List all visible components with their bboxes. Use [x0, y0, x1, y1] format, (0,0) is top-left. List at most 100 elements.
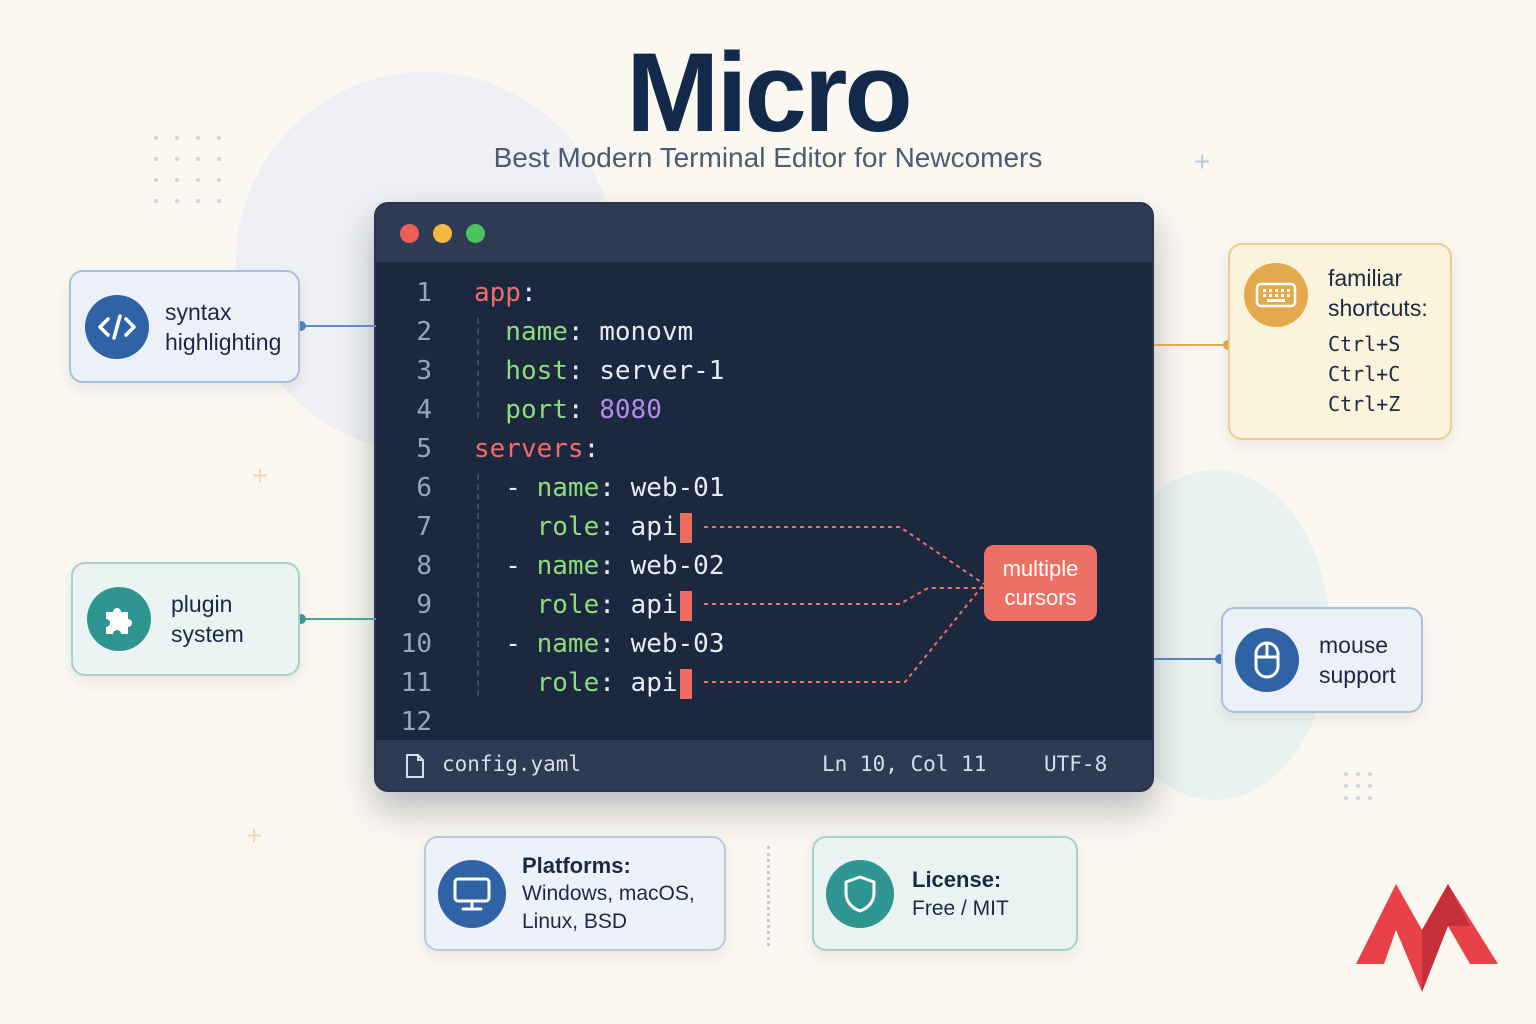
feature-label: plugin — [171, 591, 233, 617]
feature-label: mouse — [1319, 632, 1389, 658]
code-token: : — [599, 629, 631, 659]
line-content: servers: — [474, 430, 599, 469]
code-token: 8080 — [599, 395, 662, 425]
close-window-button[interactable] — [400, 223, 419, 243]
code-token: api — [630, 668, 678, 698]
code-token: : — [599, 590, 631, 620]
code-token: app — [474, 278, 521, 308]
monitor-icon — [438, 859, 506, 928]
line-number: 1 — [416, 278, 432, 308]
status-encoding: UTF-8 — [1044, 752, 1108, 776]
line-number: 3 — [416, 356, 432, 386]
code-token: : — [583, 434, 600, 464]
text-cursor — [679, 668, 692, 699]
code-token: - — [474, 473, 537, 503]
plus-decoration: + — [1194, 146, 1211, 177]
line-content: role: api — [474, 664, 692, 703]
code-token: : — [520, 278, 537, 308]
indent-guide — [477, 318, 479, 418]
multiple-cursors-label: cursors — [1004, 585, 1077, 610]
code-token: : — [567, 356, 600, 386]
status-filename: config.yaml — [442, 752, 582, 776]
line-content: role: api — [474, 508, 692, 547]
window-titlebar — [376, 204, 1152, 262]
page-subtitle: Best Modern Terminal Editor for Newcomer… — [493, 142, 1043, 173]
code-token: : — [599, 473, 631, 503]
line-content: - name: web-02 — [474, 547, 724, 586]
feature-label: shortcuts: — [1328, 295, 1428, 321]
platforms-card: Platforms: Windows, macOS, Linux, BSD — [424, 836, 726, 951]
line-number: 2 — [416, 317, 432, 347]
text-cursor — [679, 512, 692, 543]
line-content: host: server-1 — [474, 352, 724, 391]
line-number: 6 — [416, 473, 432, 503]
file-icon — [406, 754, 424, 778]
code-token: server-1 — [599, 356, 725, 386]
line-number: 11 — [400, 668, 432, 698]
line-number: 5 — [416, 434, 432, 464]
feature-label: highlighting — [165, 328, 282, 355]
line-number: 9 — [416, 590, 432, 620]
feature-label: Linux, BSD — [522, 909, 628, 933]
code-token: role — [474, 590, 600, 620]
feature-label: Free / MIT — [912, 896, 1009, 920]
line-number: 4 — [416, 395, 432, 425]
code-token: api — [630, 512, 678, 542]
maximize-window-button[interactable] — [466, 223, 485, 243]
line-number: 10 — [400, 629, 432, 659]
syntax-highlighting-card: syntax highlighting — [69, 270, 300, 383]
code-token: web-01 — [630, 473, 725, 503]
code-token: api — [630, 590, 678, 620]
feature-label: Windows, macOS, — [522, 881, 695, 905]
plus-decoration: + — [252, 460, 269, 491]
status-cursor-position: Ln 10, Col 11 — [822, 752, 987, 776]
indent-guide — [477, 474, 479, 696]
multiple-cursors-badge: multiple cursors — [984, 545, 1097, 621]
mouse-icon — [1235, 628, 1299, 692]
divider — [767, 846, 770, 946]
code-token: servers — [474, 434, 584, 464]
code-token: : — [567, 317, 600, 347]
multiple-cursors-label: multiple — [1002, 556, 1079, 581]
minimize-window-button[interactable] — [433, 223, 452, 243]
feature-label: support — [1319, 662, 1396, 688]
line-number: 8 — [416, 551, 432, 581]
code-token: name — [474, 317, 568, 347]
status-bar: config.yaml Ln 10, Col 11 UTF-8 — [376, 740, 1152, 790]
code-token: name — [536, 551, 600, 581]
feature-label: system — [171, 621, 244, 647]
code-token: : — [599, 551, 631, 581]
code-token: name — [536, 629, 600, 659]
code-token: web-03 — [630, 629, 725, 659]
code-token: host — [474, 356, 568, 386]
code-token: : — [567, 395, 600, 425]
line-content: - name: web-03 — [474, 625, 724, 664]
feature-title: Platforms: — [522, 852, 631, 878]
page-title: Micro — [626, 30, 913, 155]
plugin-system-card: plugin system — [71, 562, 300, 676]
line-number: 7 — [416, 512, 432, 542]
line-content: app: — [474, 274, 537, 313]
puzzle-icon — [87, 587, 151, 651]
mouse-support-card: mouse support — [1221, 607, 1423, 713]
code-icon — [85, 294, 149, 359]
line-content: role: api — [474, 586, 692, 625]
dot-grid — [1344, 772, 1372, 800]
code-token: - — [474, 629, 537, 659]
feature-title: License: — [912, 866, 1002, 892]
code-token: role — [474, 512, 600, 542]
text-cursor — [679, 590, 692, 621]
code-token: port — [474, 395, 568, 425]
dot-grid — [154, 136, 221, 203]
license-card: License: Free / MIT — [812, 836, 1078, 951]
code-token: : — [599, 512, 631, 542]
plus-decoration: + — [246, 820, 263, 851]
line-number: 12 — [400, 707, 432, 737]
familiar-shortcuts-card: familiar shortcuts: Ctrl+S Ctrl+C Ctrl+Z — [1228, 243, 1452, 440]
feature-label: familiar — [1328, 265, 1403, 291]
shortcut-key: Ctrl+S — [1328, 332, 1401, 356]
code-token: role — [474, 668, 600, 698]
brand-logo — [1356, 884, 1498, 992]
line-content: port: 8080 — [474, 391, 662, 430]
